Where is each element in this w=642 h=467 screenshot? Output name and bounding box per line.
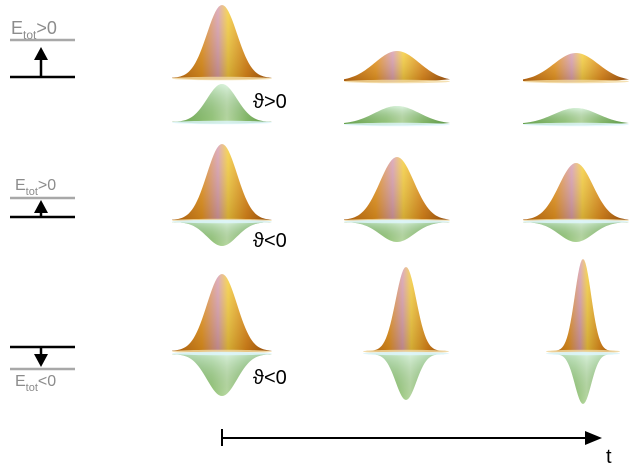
time-axis-label: t [606,446,612,467]
theta-label-row1: ϑ>0 [253,91,287,113]
green-packet-r3-t1 [172,351,272,396]
orange-packet-r3-t1 [172,274,272,354]
green-packet-r1-t2 [344,106,450,127]
energy-label-row1: Etot>0 [11,18,57,42]
orange-packet-r3-t2 [363,267,449,354]
green-packet-r1-t3-rim [523,122,629,127]
time-axis-arrow-icon [585,431,602,445]
green-packet-r3-t3 [546,351,620,404]
green-packet-r3-t1-rim [172,351,272,356]
green-packet-r3-t2 [363,351,449,400]
orange-packet-r1-t3-shading [523,53,629,83]
green-packet-r1-t1 [172,84,272,125]
energy-label-row3: Etot<0 [15,373,56,394]
green-packet-r2-t3-shading [523,220,629,242]
orange-packet-r3-t3 [546,259,620,354]
orange-packet-r2-t2-shading [344,157,450,222]
orange-packet-r1-t1-shading [172,5,272,80]
green-packet-r1-t2-rim [344,122,450,127]
green-packet-r1-t3 [523,108,629,127]
time-axis: t [221,429,612,467]
orange-packet-r2-t3-shading [523,163,629,222]
green-packet-r2-t1-rim [172,219,272,224]
green-packet-r1-t2-shading [344,106,450,126]
theta-label-row2: ϑ<0 [253,230,287,252]
orange-packet-r3-t2-shading [363,267,449,353]
orange-packet-r2-t1 [172,144,272,223]
green-packet-r2-t3-rim [523,219,629,224]
orange-packet-r1-t3-rim [523,79,629,84]
orange-packet-r2-t1-shading [172,144,272,222]
green-packet-r3-t3-shading [546,352,620,404]
energy-level-row2: Etot>0 [10,177,75,219]
green-packet-r2-t2-rim [344,219,450,224]
green-packet-r3-t2-shading [363,352,449,400]
orange-packet-r3-t3-shading [546,259,620,353]
wavepacket-surfaces [172,5,629,404]
green-packet-r2-t1 [172,219,272,246]
orange-packet-r1-t2 [344,51,450,84]
orange-packet-r2-t3 [523,163,629,223]
green-packet-r2-t3 [523,219,629,242]
orange-packet-r1-t2-rim [344,79,450,84]
orange-packet-r2-t2 [344,157,450,223]
theta-label-row3: ϑ<0 [253,367,287,389]
green-packet-r1-t1-rim [172,120,272,125]
green-packet-r1-t1-shading [172,84,272,124]
orange-packet-r1-t2-shading [344,51,450,83]
green-packet-r3-t2-rim [363,351,449,356]
up-arrow-icon [34,200,48,213]
orange-packet-r1-t1-rim [172,76,272,81]
green-packet-r3-t3-rim [546,351,620,356]
orange-packet-r1-t3 [523,53,629,84]
green-packet-r3-t1-shading [172,352,272,396]
energy-label-row2: Etot>0 [15,177,56,198]
energy-level-row3: Etot<0 [10,345,75,394]
orange-packet-r3-t1-shading [172,274,272,353]
energy-level-row1: Etot>0 [10,18,75,79]
green-packet-r2-t2-shading [344,220,450,242]
orange-packet-r1-t1 [172,5,272,81]
green-packet-r2-t1-shading [172,220,272,246]
green-packet-r2-t2 [344,219,450,242]
down-arrow-icon [34,354,48,367]
green-packet-r1-t3-shading [523,108,629,126]
up-arrow-icon [34,47,48,60]
